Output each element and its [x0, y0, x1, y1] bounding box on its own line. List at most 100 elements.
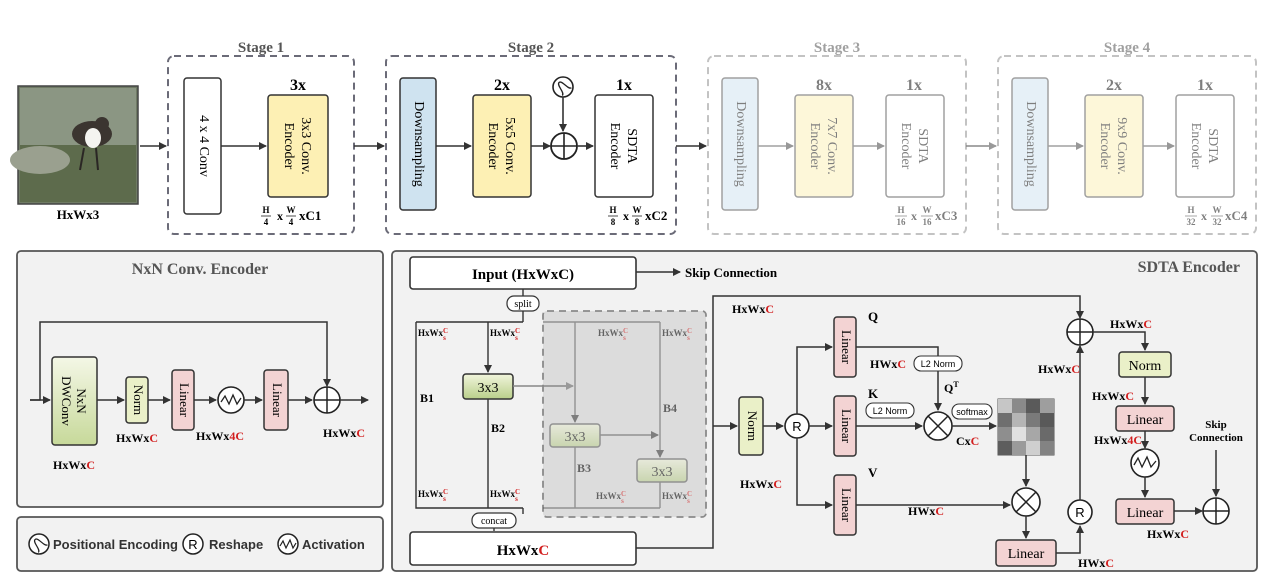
sdta-dim-top-b: C	[765, 302, 774, 316]
stage-2-x: x	[623, 209, 629, 223]
sdta-dim-v-a: HWx	[908, 504, 935, 518]
stage-4-x: x	[1201, 209, 1207, 223]
stage-1-encoder-line2: Encoder	[281, 123, 296, 170]
sdta-mlp-dim2-a: HxWx	[1092, 389, 1125, 403]
sdta-mlp-dim3-b: 4C	[1127, 433, 1142, 447]
conv-encoder-title: NxN Conv. Encoder	[132, 261, 268, 278]
stage-2-positional-encoding-icon	[552, 76, 574, 98]
sdta-mlp-dim3-a: HxWx	[1094, 433, 1127, 447]
sdta-linear-out-label: Linear	[1008, 547, 1045, 562]
sdta-mlp-dim1-b: C	[1143, 317, 1152, 331]
sdta-mlp-skip-line2: Connection	[1189, 432, 1243, 444]
stage-4-sdta-line2: Encoder	[1188, 123, 1203, 170]
stage-3-encoder-text: 7x7 Conv.Encoder	[807, 117, 839, 174]
conv-dim-linear: HxWx4C	[196, 429, 244, 443]
stage-3-downsampling	[721, 77, 759, 211]
sdta-q-label: Q	[868, 309, 878, 324]
dwconv-line2: DWConv	[59, 376, 74, 426]
stage-3-x: x	[911, 209, 917, 223]
stage-3-frac-w: W	[923, 205, 932, 215]
stage-4-downsampling-label: Downsampling	[1023, 101, 1038, 187]
conv-dim-dwconv-a: HxWx	[53, 458, 86, 472]
stage-2-encoder-text: 5x5 Conv.Encoder	[485, 117, 517, 174]
sdta-dim-linear-out-b: C	[1105, 556, 1114, 570]
stage-1-channels: xC1	[299, 208, 321, 223]
dwconv-line1: NxN	[74, 388, 89, 414]
sdta-concat-output-label: HxWxC	[497, 543, 550, 559]
stage-3-frac-w-den: 16	[923, 217, 933, 227]
stage-4-encoder-line2: Encoder	[1097, 123, 1112, 170]
sdta-qt-base: Q	[944, 381, 953, 395]
sdta-dim-norm-a: HxWx	[740, 477, 773, 491]
sdta-l2norm-q	[913, 355, 963, 372]
stage-4-channels: xC4	[1225, 208, 1248, 223]
sdta-output-a: HxWx	[497, 543, 539, 559]
conv-dim-output-a: HxWx	[323, 426, 356, 440]
sdta-frac-b4-bottom-hw: HxWx	[662, 491, 688, 501]
stage-1-frac-h: H	[262, 205, 269, 215]
sdta-dim-norm-b: C	[773, 477, 782, 491]
sdta-frac-b2-top-hw: HxWx	[490, 328, 516, 338]
sdta-qt-sup: T	[953, 380, 959, 389]
sdta-dim-add-b: C	[1071, 362, 1080, 376]
conv-encoder-panel: NxN Conv. Encoder NxNDWConv Norm Linear …	[16, 250, 384, 508]
sdta-dim-cxc: CxC	[956, 434, 979, 448]
conv-linear-1-label: Linear	[177, 383, 192, 418]
sdta-frac-b3-bottom-hw: HxWx	[596, 491, 622, 501]
stage-2-frac-w: W	[633, 205, 642, 215]
stage-2-frac-h-den: 8	[611, 217, 616, 227]
stage-4-encoder	[1084, 94, 1144, 198]
stage-1-frac-w-den: 4	[289, 217, 294, 227]
sdta-norm-label: Norm	[745, 411, 760, 441]
stage-3-output-dims: H 16 x W 16 xC3	[895, 205, 958, 227]
conv-add-icon	[313, 386, 341, 414]
stage-3-title: Stage 3	[814, 40, 860, 56]
conv-dim-dwconv: HxWxC	[53, 458, 95, 472]
sdta-input-label: Input (HxWxC)	[472, 267, 574, 283]
sdta-dim-q-b: C	[897, 357, 906, 371]
sdta-mlp-dim3: HxWx4C	[1094, 433, 1142, 447]
conv-dim-norm: HxWxC	[116, 431, 158, 445]
stage-4-frac-w: W	[1213, 205, 1222, 215]
sdta-frac-b2-bottom-s: s	[515, 495, 518, 503]
sdta-output-b: C	[538, 543, 549, 559]
sdta-dim-q: HWxC	[870, 357, 906, 371]
sdta-frac-b3-bottom-c: C	[621, 490, 626, 498]
stage-3: Stage 3 Downsampling 8x 7x7 Conv.Encoder…	[707, 40, 967, 235]
stage-3-channels: xC3	[935, 208, 958, 223]
sdta-frac-b1-top-s: s	[443, 334, 446, 342]
sdta-frac-b1-top-hw: HxWx	[418, 328, 444, 338]
conv-dim-norm-a: HxWx	[116, 431, 149, 445]
sdta-multiply-icon-1	[923, 411, 953, 441]
sdta-frac-b4-bottom-c: C	[687, 490, 692, 498]
stage-2-channels: xC2	[645, 208, 667, 223]
sdta-b2-label: B2	[491, 421, 505, 435]
stage-1-repeat: 3x	[290, 77, 306, 94]
sdta-mlp-dim2: HxWxC	[1092, 389, 1134, 403]
stage-2-frac-w-den: 8	[635, 217, 640, 227]
sdta-attention-map	[997, 398, 1055, 456]
sdta-linear-v-label: Linear	[839, 488, 854, 523]
sdta-frac-b2-top-s: s	[515, 334, 518, 342]
stage-1: Stage 1 4 x 4 Conv 3x 3x3 Conv.Encoder H…	[167, 40, 355, 235]
sdta-conv3x3-b4	[636, 458, 688, 483]
dwconv-block	[51, 356, 98, 446]
legend-panel: Positional Encoding R Reshape Activation	[16, 516, 384, 572]
conv-activation-icon	[217, 386, 245, 414]
sdta-l2norm-k-label: L2 Norm	[873, 406, 908, 416]
stage-1-encoder	[267, 94, 329, 198]
stage-3-sdta-line2: Encoder	[898, 123, 913, 170]
legend-reshape-label: Reshape	[209, 537, 263, 552]
stage-4-frac-h: H	[1187, 205, 1194, 215]
sdta-v-label: V	[868, 465, 878, 480]
stage-3-sdta-text: SDTAEncoder	[898, 123, 930, 170]
stage-2-sdta-repeat: 1x	[616, 77, 632, 94]
stage-4-encoder-text: 9x9 Conv.Encoder	[1097, 117, 1129, 174]
sdta-frac-b3-top-c: C	[623, 327, 628, 335]
stage-4-frac-h-den: 32	[1187, 217, 1197, 227]
sdta-l2norm-q-label: L2 Norm	[921, 359, 956, 369]
